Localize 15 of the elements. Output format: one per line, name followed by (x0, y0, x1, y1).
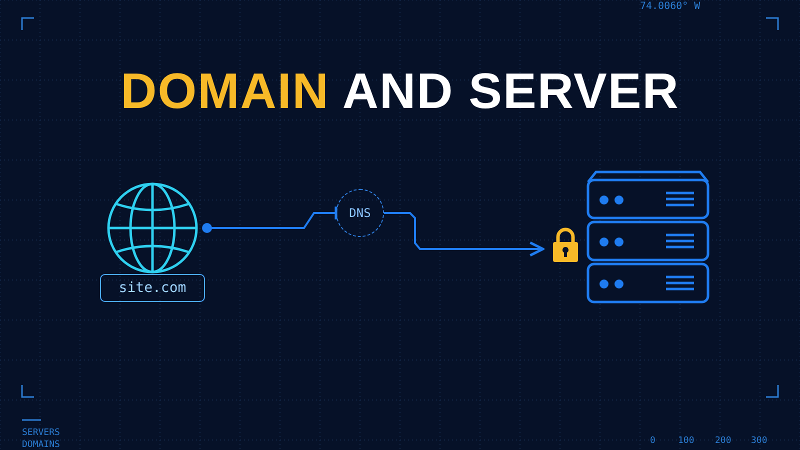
scale-label: 200 (715, 436, 732, 446)
connector-arrow (384, 212, 544, 257)
legend-text: DOMAINS (22, 440, 60, 450)
globe-icon (105, 182, 200, 274)
scale-label: 300 (751, 436, 768, 446)
padlock-icon (552, 228, 579, 262)
dns-circle (336, 189, 384, 237)
coordinate-label: 74.0060° W (640, 1, 700, 12)
scale-label: 100 (678, 436, 694, 446)
scale-label: 0 (650, 436, 656, 446)
title: DOMAIN AND SERVER (120, 62, 680, 120)
domain-label-box: site.com (100, 274, 205, 302)
legend-text: SERVERS (22, 428, 60, 438)
server-rack-icon (586, 170, 710, 306)
node-label: DNS (349, 206, 371, 220)
